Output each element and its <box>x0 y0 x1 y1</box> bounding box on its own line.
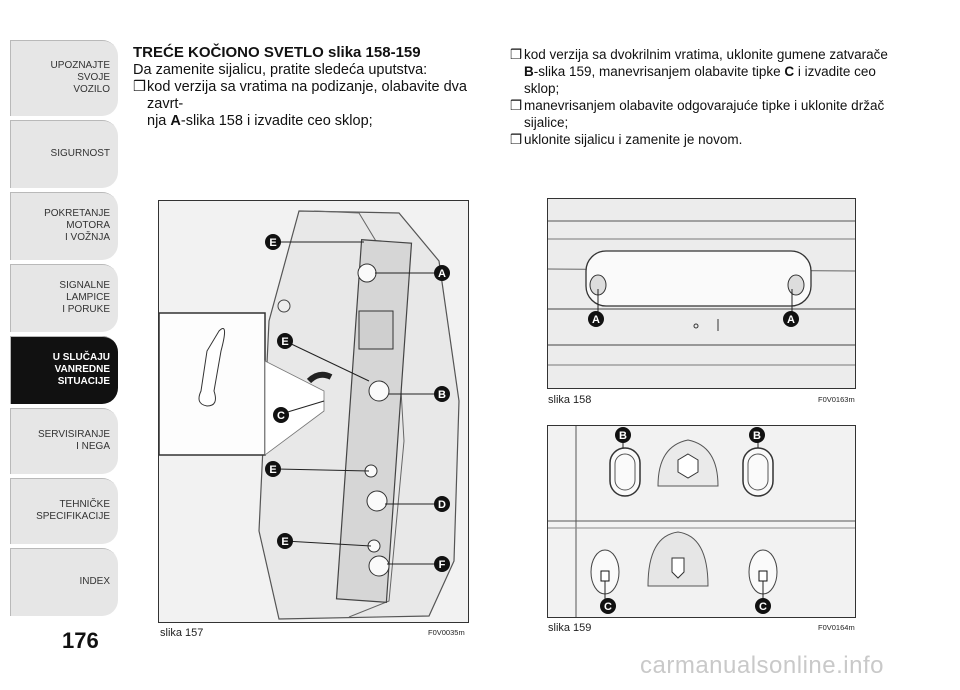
svg-text:E: E <box>281 336 288 348</box>
tab-sigurnost[interactable]: SIGURNOST <box>10 120 118 188</box>
tab-signalne-lampice[interactable]: SIGNALNE LAMPICE I PORUKE <box>10 264 118 332</box>
svg-text:B: B <box>619 430 627 442</box>
tab-label-line: SITUACIJE <box>57 376 110 387</box>
tab-servisiranje-i-nega[interactable]: SERVISIRANJE I NEGA <box>10 408 118 474</box>
bullet-text: -slika 158 i izvadite ceo sklop; <box>180 113 373 129</box>
figure-157-code: F0V0035m <box>428 628 465 637</box>
svg-text:A: A <box>787 314 795 326</box>
callout-b: B <box>434 386 450 402</box>
svg-text:E: E <box>269 464 276 476</box>
bullet-text: kod verzija sa dvokrilnim vratima, uklon… <box>524 47 888 62</box>
right-text-block: ❒ kod verzija sa dvokrilnim vratima, ukl… <box>510 46 890 148</box>
tab-label-line: I PORUKE <box>62 304 110 315</box>
bullet-item: ❒ manevrisanjem olabavite odgovarajuće t… <box>510 97 890 131</box>
left-text-block: Da zamenite sijalicu, pratite sledeća up… <box>133 62 498 130</box>
callout-b: B <box>615 427 631 443</box>
figure-157: E A E B C E D E F <box>158 200 469 623</box>
tab-label-line: SPECIFIKACIJE <box>36 511 110 522</box>
figure-158-caption: slika 158 <box>548 394 592 406</box>
bullet-text: uklonite sijalicu i zamenite je novom. <box>524 132 743 147</box>
callout-a: A <box>783 311 799 327</box>
svg-text:C: C <box>277 410 285 422</box>
bullet-text: sijalice; <box>524 115 569 130</box>
svg-text:B: B <box>438 389 446 401</box>
bullet-text: i izvadite ceo <box>794 64 876 79</box>
intro-text: Da zamenite sijalicu, pratite sledeća up… <box>133 62 428 78</box>
bullet-ref-letter: A <box>170 113 181 129</box>
tab-u-slucaju-vanredne-situacije[interactable]: U SLUČAJU VANREDNE SITUACIJE <box>10 336 118 404</box>
watermark: carmanualsonline.info <box>640 652 884 679</box>
callout-c: C <box>273 407 289 423</box>
bullet-ref-letter: C <box>784 64 795 79</box>
svg-text:E: E <box>281 536 288 548</box>
tab-label-line: SIGURNOST <box>50 148 110 159</box>
tab-upoznajte-svoje-vozilo[interactable]: UPOZNAJTE SVOJE VOZILO <box>10 40 118 116</box>
tab-label-line: U SLUČAJU <box>52 352 110 363</box>
callout-a: A <box>588 311 604 327</box>
bullet-box-icon: ❒ <box>133 79 146 95</box>
figure-158: A A <box>547 198 856 389</box>
bullet-ref-letter: B <box>524 64 534 79</box>
tab-label-line: INDEX <box>79 576 110 587</box>
bullet-text: sklop; <box>524 81 560 96</box>
bullet-item: ❒ kod verzija sa vratima na podizanje, o… <box>133 79 498 130</box>
callout-c: C <box>755 598 771 614</box>
figure-159-caption: slika 159 <box>548 622 592 634</box>
tab-label-line: I NEGA <box>76 441 110 452</box>
svg-text:C: C <box>604 601 612 613</box>
tab-label-line: SERVISIRANJE <box>37 429 110 440</box>
svg-text:B: B <box>753 430 761 442</box>
callout-e: E <box>277 333 293 349</box>
bullet-box-icon: ❒ <box>510 47 523 62</box>
callout-e: E <box>265 461 281 477</box>
tab-label-line: TEHNIČKE <box>59 499 110 510</box>
figure-159: B B C C <box>547 425 856 618</box>
callout-d: D <box>434 496 450 512</box>
tab-label-line: VOZILO <box>73 84 110 95</box>
callout-f: F <box>434 556 450 572</box>
figure-157-caption: slika 157 <box>160 627 204 639</box>
tab-label-line: VANREDNE <box>54 364 110 375</box>
bullet-text: -slika 159, manevrisanjem olabavite tipk… <box>533 64 785 79</box>
bullet-box-icon: ❒ <box>510 98 523 113</box>
callout-e: E <box>265 234 281 250</box>
tab-index[interactable]: INDEX <box>10 548 118 616</box>
bullet-text: kod verzija sa vratima na podizanje, ola… <box>147 79 467 112</box>
tab-label-line: UPOZNAJTE <box>50 60 110 71</box>
bullet-text: nja <box>147 113 171 129</box>
svg-text:E: E <box>269 237 276 249</box>
svg-text:C: C <box>759 601 767 613</box>
svg-text:D: D <box>438 499 446 511</box>
tab-label-line: SIGNALNE <box>59 280 110 291</box>
tab-label-line: I VOŽNJA <box>64 232 110 243</box>
tab-label-line: POKRETANJE <box>44 208 110 219</box>
callout-b: B <box>749 427 765 443</box>
tab-label-line: LAMPICE <box>66 292 110 303</box>
tab-pokretanje-motora[interactable]: POKRETANJE MOTORA I VOŽNJA <box>10 192 118 260</box>
page-number: 176 <box>62 628 99 653</box>
callout-c: C <box>600 598 616 614</box>
svg-text:A: A <box>592 314 600 326</box>
figure-158-code: F0V0163m <box>818 395 855 404</box>
callout-a: A <box>434 265 450 281</box>
tab-tehnicke-specifikacije[interactable]: TEHNIČKE SPECIFIKACIJE <box>10 478 118 544</box>
figure-157-illustration: E A E B C E D E F <box>159 201 468 622</box>
bullet-item: ❒ kod verzija sa dvokrilnim vratima, ukl… <box>510 46 890 97</box>
section-heading: TREĆE KOČIONO SVETLO slika 158-159 <box>133 44 421 61</box>
tab-label-line: SVOJE <box>77 72 110 83</box>
bullet-box-icon: ❒ <box>510 132 523 147</box>
figure-159-illustration: B B C C <box>548 426 855 617</box>
bullet-item: ❒ uklonite sijalicu i zamenite je novom. <box>510 131 890 148</box>
figure-159-code: F0V0164m <box>818 623 855 632</box>
bullet-text: manevrisanjem olabavite odgovarajuće tip… <box>524 98 885 113</box>
svg-text:A: A <box>438 268 446 280</box>
figure-158-illustration: A A <box>548 199 855 388</box>
callout-e: E <box>277 533 293 549</box>
svg-text:F: F <box>439 559 446 571</box>
tab-label-line: MOTORA <box>66 220 110 231</box>
